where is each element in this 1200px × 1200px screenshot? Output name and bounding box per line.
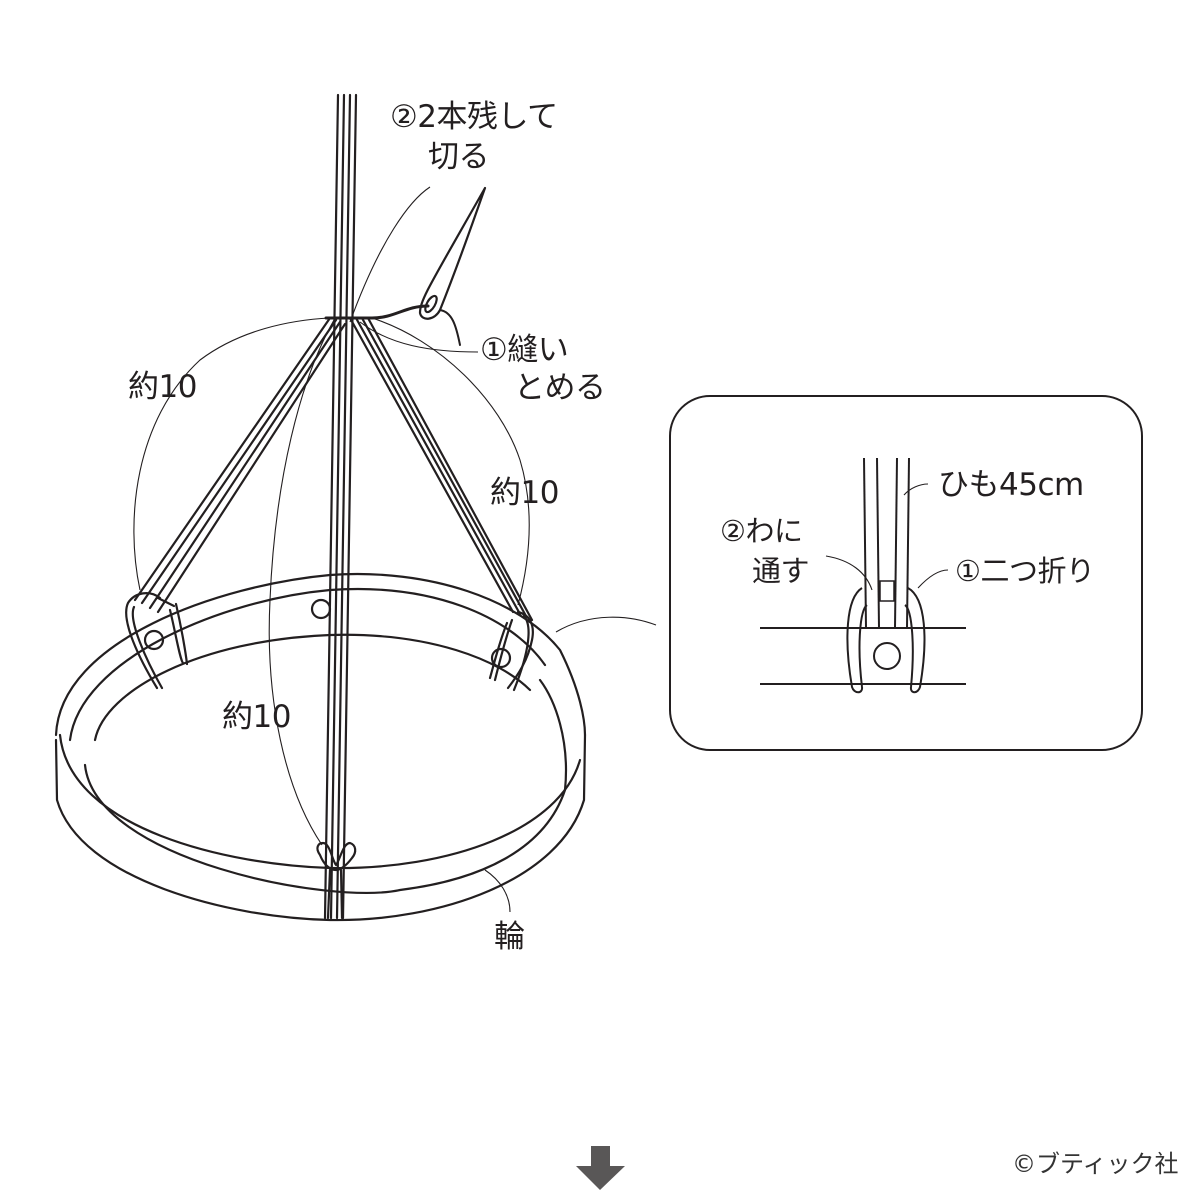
label-cord-length: ひも45cm [938,467,1084,503]
right-loop [488,610,534,692]
label-pass-through-line2: 通す [752,554,810,588]
label-sew-step-line2: とめる [514,370,606,406]
left-loop [125,592,189,690]
label-sew-step: ①縫い [480,332,569,368]
hole-back [310,598,332,620]
hole-right [490,647,512,669]
copyright-notice: ©ブティック社 [1012,1150,1179,1178]
label-length-front: 約10 [222,699,291,735]
center-cord-right-in [335,93,352,920]
detail-inset [669,395,1143,751]
label-cut-step-line2: 切る [428,139,490,175]
label-pass-through: ②わに [720,514,803,548]
label-cut-step: ②2本残して [390,99,558,135]
label-ring: 輪 [494,919,525,955]
label-length-left: 約10 [128,369,197,405]
hole-left [143,629,165,651]
center-cord-left [323,93,340,920]
center-cord-left-in [329,93,346,920]
label-fold: ①二つ折り [955,554,1095,588]
arrow-down-icon [576,1146,625,1190]
center-cord-right [341,93,358,920]
needle [418,186,487,320]
label-length-right: 約10 [490,475,559,511]
front-loop [316,841,357,872]
